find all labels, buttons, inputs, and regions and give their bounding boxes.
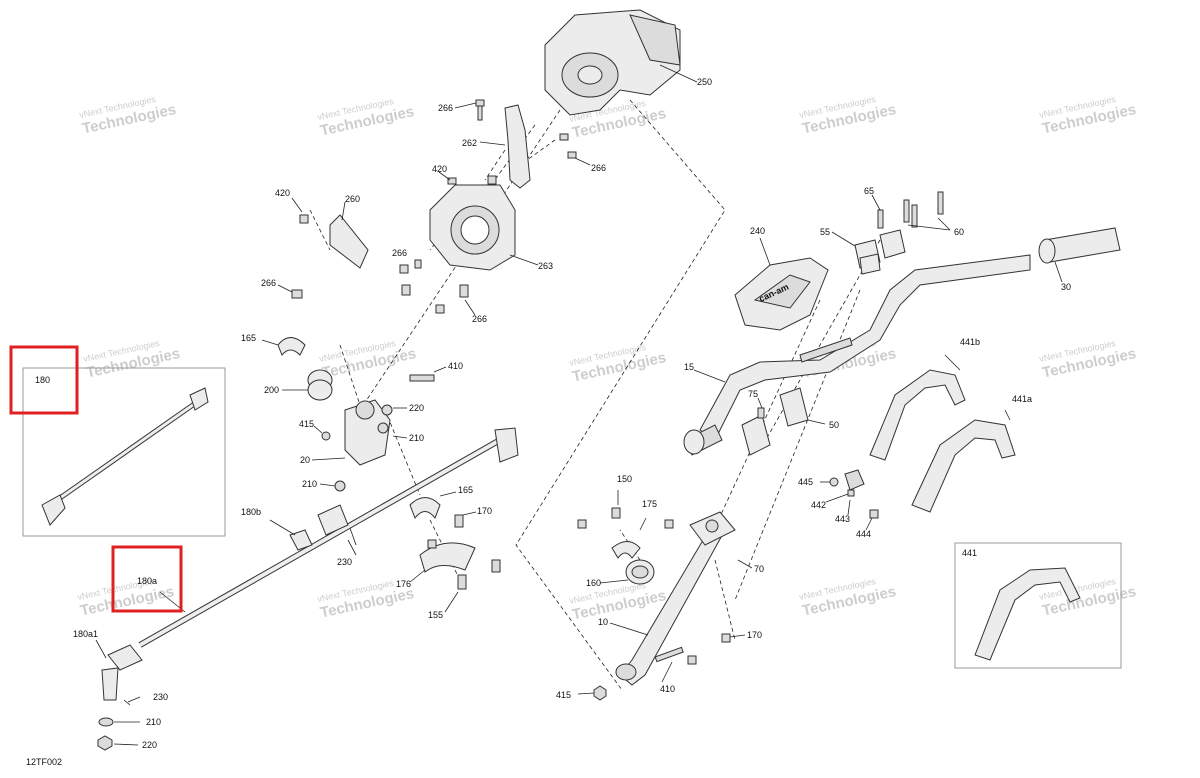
callout-441a: 441a bbox=[1012, 394, 1032, 404]
callout-65: 65 bbox=[864, 186, 874, 196]
steering-column-10 bbox=[577, 490, 753, 701]
watermark-group: vNext Technologies Technologies vNext Te… bbox=[76, 94, 1137, 624]
callout-220: 220 bbox=[142, 740, 157, 750]
callout-262: 262 bbox=[462, 138, 477, 148]
callout-210: 210 bbox=[302, 479, 317, 489]
inset-180 bbox=[22, 367, 226, 537]
covers-441 bbox=[869, 354, 1016, 513]
callout-420: 420 bbox=[275, 188, 290, 198]
callout-266: 266 bbox=[472, 314, 487, 324]
handlebar-pad-240: can-am bbox=[734, 237, 829, 331]
callout-443: 443 bbox=[835, 514, 850, 524]
callout-165: 165 bbox=[241, 333, 256, 343]
callout-175: 175 bbox=[642, 499, 657, 509]
callout-444: 444 bbox=[856, 529, 871, 539]
callout-150: 150 bbox=[617, 474, 632, 484]
callout-70: 70 bbox=[754, 564, 764, 574]
callout-441: 441 bbox=[962, 548, 977, 558]
callout-220: 220 bbox=[409, 403, 424, 413]
callout-160: 160 bbox=[586, 578, 601, 588]
callout-240: 240 bbox=[750, 226, 765, 236]
callout-165: 165 bbox=[458, 485, 473, 495]
callout-420: 420 bbox=[432, 164, 447, 174]
callout-266: 266 bbox=[392, 248, 407, 258]
callout-75: 75 bbox=[748, 389, 758, 399]
callout-263: 263 bbox=[538, 261, 553, 271]
riser-clamps bbox=[741, 387, 826, 456]
callout-55: 55 bbox=[820, 227, 830, 237]
callout-266: 266 bbox=[261, 278, 276, 288]
callout-155: 155 bbox=[428, 610, 443, 620]
callout-410: 410 bbox=[660, 684, 675, 694]
callout-labels: 250 266 262 266 420 420 260 266 263 266 … bbox=[26, 77, 1071, 767]
callout-200: 200 bbox=[264, 385, 279, 395]
callout-210: 210 bbox=[146, 717, 161, 727]
callout-415: 415 bbox=[299, 419, 314, 429]
callout-415: 415 bbox=[556, 690, 571, 700]
callout-266: 266 bbox=[591, 163, 606, 173]
bracket-262 bbox=[479, 104, 531, 189]
callout-410: 410 bbox=[448, 361, 463, 371]
callout-10: 10 bbox=[598, 617, 608, 627]
callout-170: 170 bbox=[747, 630, 762, 640]
callout-60: 60 bbox=[954, 227, 964, 237]
callout-230: 230 bbox=[337, 557, 352, 567]
tie-rod-180b bbox=[95, 427, 519, 701]
highlight-box-180a bbox=[111, 545, 183, 613]
callout-210: 210 bbox=[409, 433, 424, 443]
diagram-code: 12TF002 bbox=[26, 757, 62, 767]
steering-column-middle bbox=[261, 337, 501, 613]
callout-445: 445 bbox=[798, 477, 813, 487]
callout-441b: 441b bbox=[960, 337, 980, 347]
callout-176: 176 bbox=[396, 579, 411, 589]
handlebar-clamps bbox=[831, 191, 951, 275]
mounting-plate-263 bbox=[429, 184, 539, 271]
callout-266: 266 bbox=[438, 103, 453, 113]
inset-441 bbox=[954, 542, 1122, 669]
fasteners-middle bbox=[277, 197, 476, 316]
callout-20: 20 bbox=[300, 455, 310, 465]
callout-15: 15 bbox=[684, 362, 694, 372]
callout-180: 180 bbox=[35, 375, 50, 385]
highlight-box-180 bbox=[9, 345, 79, 415]
handlebar-15 bbox=[683, 227, 1121, 456]
callout-50: 50 bbox=[829, 420, 839, 430]
callout-30: 30 bbox=[1061, 282, 1071, 292]
power-steering-unit bbox=[544, 9, 698, 116]
hardware-bottom-left bbox=[97, 696, 141, 751]
callout-180a: 180a bbox=[137, 576, 157, 586]
callout-170: 170 bbox=[477, 506, 492, 516]
bolts-top bbox=[438, 99, 591, 185]
callout-180a1: 180a1 bbox=[73, 629, 98, 639]
callout-230: 230 bbox=[153, 692, 168, 702]
bracket-260 bbox=[329, 201, 369, 269]
callout-250: 250 bbox=[697, 77, 712, 87]
highlight-markers bbox=[9, 345, 183, 613]
callout-180b: 180b bbox=[241, 507, 261, 517]
callout-442: 442 bbox=[811, 500, 826, 510]
callout-260: 260 bbox=[345, 194, 360, 204]
hardware-right bbox=[820, 469, 879, 531]
